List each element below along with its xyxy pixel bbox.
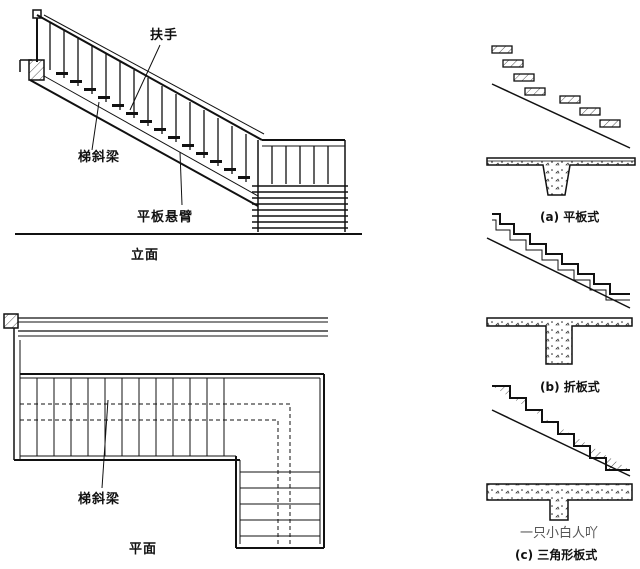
type-c-triangular-slab <box>486 385 633 521</box>
type-b-folded-slab <box>486 213 633 365</box>
caption-b: (b) 折板式 <box>540 380 600 394</box>
landing-block <box>28 59 45 81</box>
label-cantilever: 平板悬臂 <box>137 210 194 225</box>
plan-column <box>3 313 19 329</box>
caption-c: (c) 三角形板式 <box>515 548 598 562</box>
plan-view <box>3 313 328 549</box>
balusters <box>49 22 247 182</box>
leader-stringer <box>91 101 100 151</box>
a-section <box>486 157 636 196</box>
treads <box>56 72 250 179</box>
handrail-line <box>36 14 263 141</box>
b-section <box>486 317 633 365</box>
c-section <box>486 483 633 521</box>
leader-cantilever <box>179 151 183 206</box>
label-plan: 平面 <box>129 542 158 557</box>
bottom-treads <box>252 185 348 229</box>
elevation-view <box>15 9 362 235</box>
label-plan-stringer: 梯斜梁 <box>78 492 121 507</box>
label-elevation: 立面 <box>131 248 160 263</box>
stringer-line <box>29 79 259 207</box>
label-handrail: 扶手 <box>150 28 179 43</box>
a-steps <box>491 45 621 128</box>
leader-plan-stringer <box>101 399 109 489</box>
label-stringer: 梯斜梁 <box>78 150 121 165</box>
caption-a: (a) 平板式 <box>540 210 600 224</box>
type-a-flat-slab <box>486 45 636 196</box>
leader-handrail <box>129 44 161 111</box>
watermark-text: 一只小白人吖 <box>520 526 599 541</box>
